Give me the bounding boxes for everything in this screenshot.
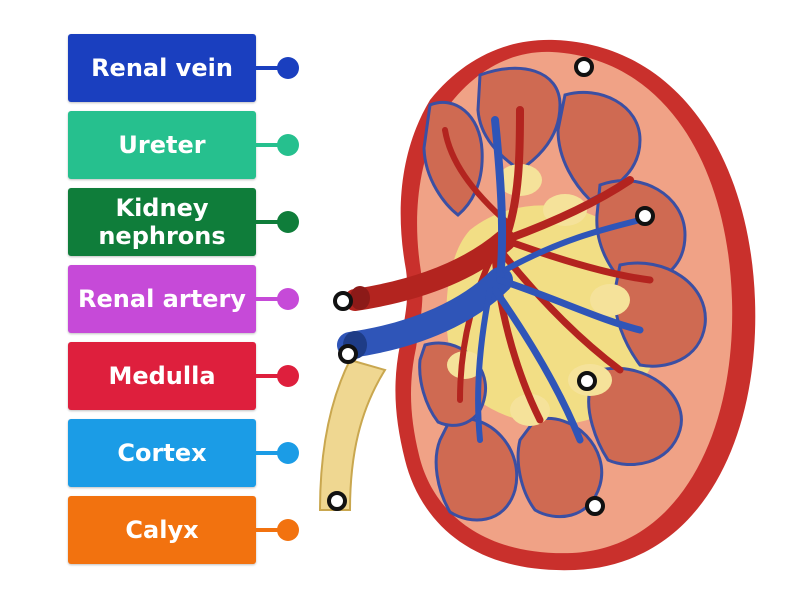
- dot-connector-icon[interactable]: [277, 134, 299, 156]
- connector-line: [256, 220, 288, 224]
- draggable-label[interactable]: Ureter: [68, 111, 256, 179]
- connector-line: [256, 143, 288, 147]
- dot-connector-icon[interactable]: [277, 519, 299, 541]
- connector-line: [256, 374, 288, 378]
- renal-veins: [337, 116, 644, 444]
- drop-target-marker[interactable]: [585, 496, 605, 516]
- drop-target-marker[interactable]: [635, 206, 655, 226]
- connector-line: [256, 66, 288, 70]
- label-row: Ureter: [68, 111, 299, 179]
- drop-target-marker[interactable]: [327, 491, 347, 511]
- ureter-tube: [318, 358, 387, 511]
- dot-connector-icon[interactable]: [277, 288, 299, 310]
- connector-line: [256, 451, 288, 455]
- draggable-label[interactable]: Renal vein: [68, 34, 256, 102]
- drop-target-marker[interactable]: [574, 57, 594, 77]
- connector-line: [256, 297, 288, 301]
- drop-target-marker[interactable]: [577, 371, 597, 391]
- draggable-label[interactable]: Medulla: [68, 342, 256, 410]
- calyces: [447, 164, 630, 426]
- dot-connector-icon[interactable]: [277, 442, 299, 464]
- connector-line: [256, 528, 288, 532]
- dot-connector-icon[interactable]: [277, 211, 299, 233]
- dot-connector-icon[interactable]: [277, 365, 299, 387]
- label-row: Renal vein: [68, 34, 299, 102]
- label-row: Calyx: [68, 496, 299, 564]
- label-row: Cortex: [68, 419, 299, 487]
- label-row: Renal artery: [68, 265, 299, 333]
- drop-target-marker[interactable]: [333, 291, 353, 311]
- drop-target-marker[interactable]: [338, 344, 358, 364]
- renal-artery-opening: [350, 286, 370, 310]
- draggable-label[interactable]: Cortex: [68, 419, 256, 487]
- label-row: Medulla: [68, 342, 299, 410]
- draggable-label[interactable]: Calyx: [68, 496, 256, 564]
- draggable-label[interactable]: Renal artery: [68, 265, 256, 333]
- dot-connector-icon[interactable]: [277, 57, 299, 79]
